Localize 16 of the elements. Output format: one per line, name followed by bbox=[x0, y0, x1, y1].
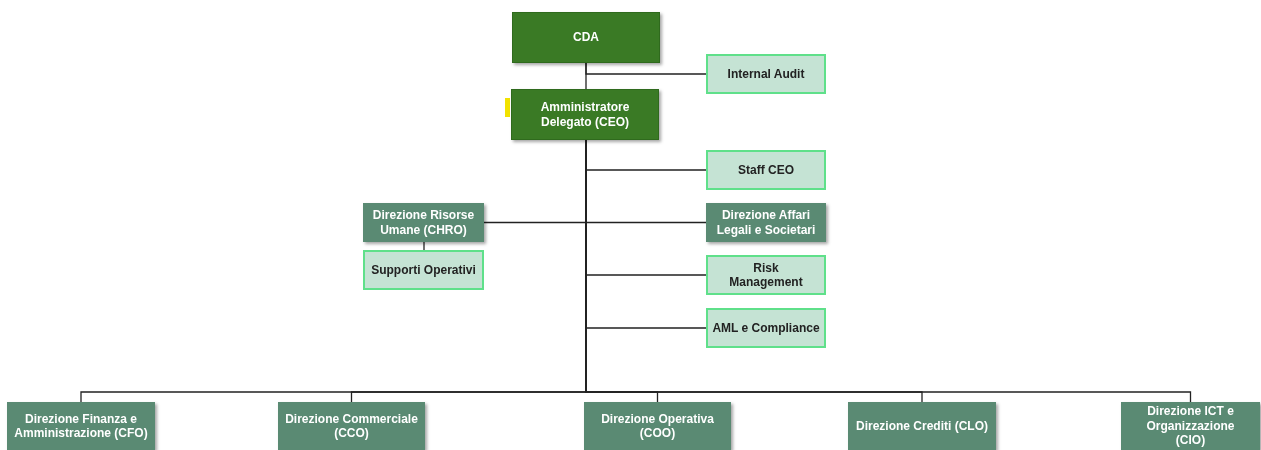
department-box: Direzione Commerciale (CCO) bbox=[278, 402, 425, 450]
unit-box: Internal Audit bbox=[706, 54, 826, 94]
department-box: Direzione Crediti (CLO) bbox=[848, 402, 996, 450]
connector-line bbox=[423, 241, 425, 251]
department-box: Direzione Operativa (COO) bbox=[584, 402, 731, 450]
department-box: Direzione ICT e Organizzazione (CIO) bbox=[1121, 402, 1260, 450]
org-box: CDA bbox=[512, 12, 660, 63]
connector-line bbox=[585, 62, 707, 75]
unit-box: Risk Management bbox=[706, 255, 826, 295]
department-box: Direzione Affari Legali e Societari bbox=[706, 203, 826, 242]
unit-box: Supporti Operativi bbox=[363, 250, 484, 290]
department-box: Direzione Finanza e Amministrazione (CFO) bbox=[7, 402, 155, 450]
unit-box: AML e Compliance bbox=[706, 308, 826, 348]
org-box: Amministratore Delegato (CEO) bbox=[511, 89, 659, 140]
department-box: Direzione Risorse Umane (CHRO) bbox=[363, 203, 484, 242]
unit-box: Staff CEO bbox=[706, 150, 826, 190]
